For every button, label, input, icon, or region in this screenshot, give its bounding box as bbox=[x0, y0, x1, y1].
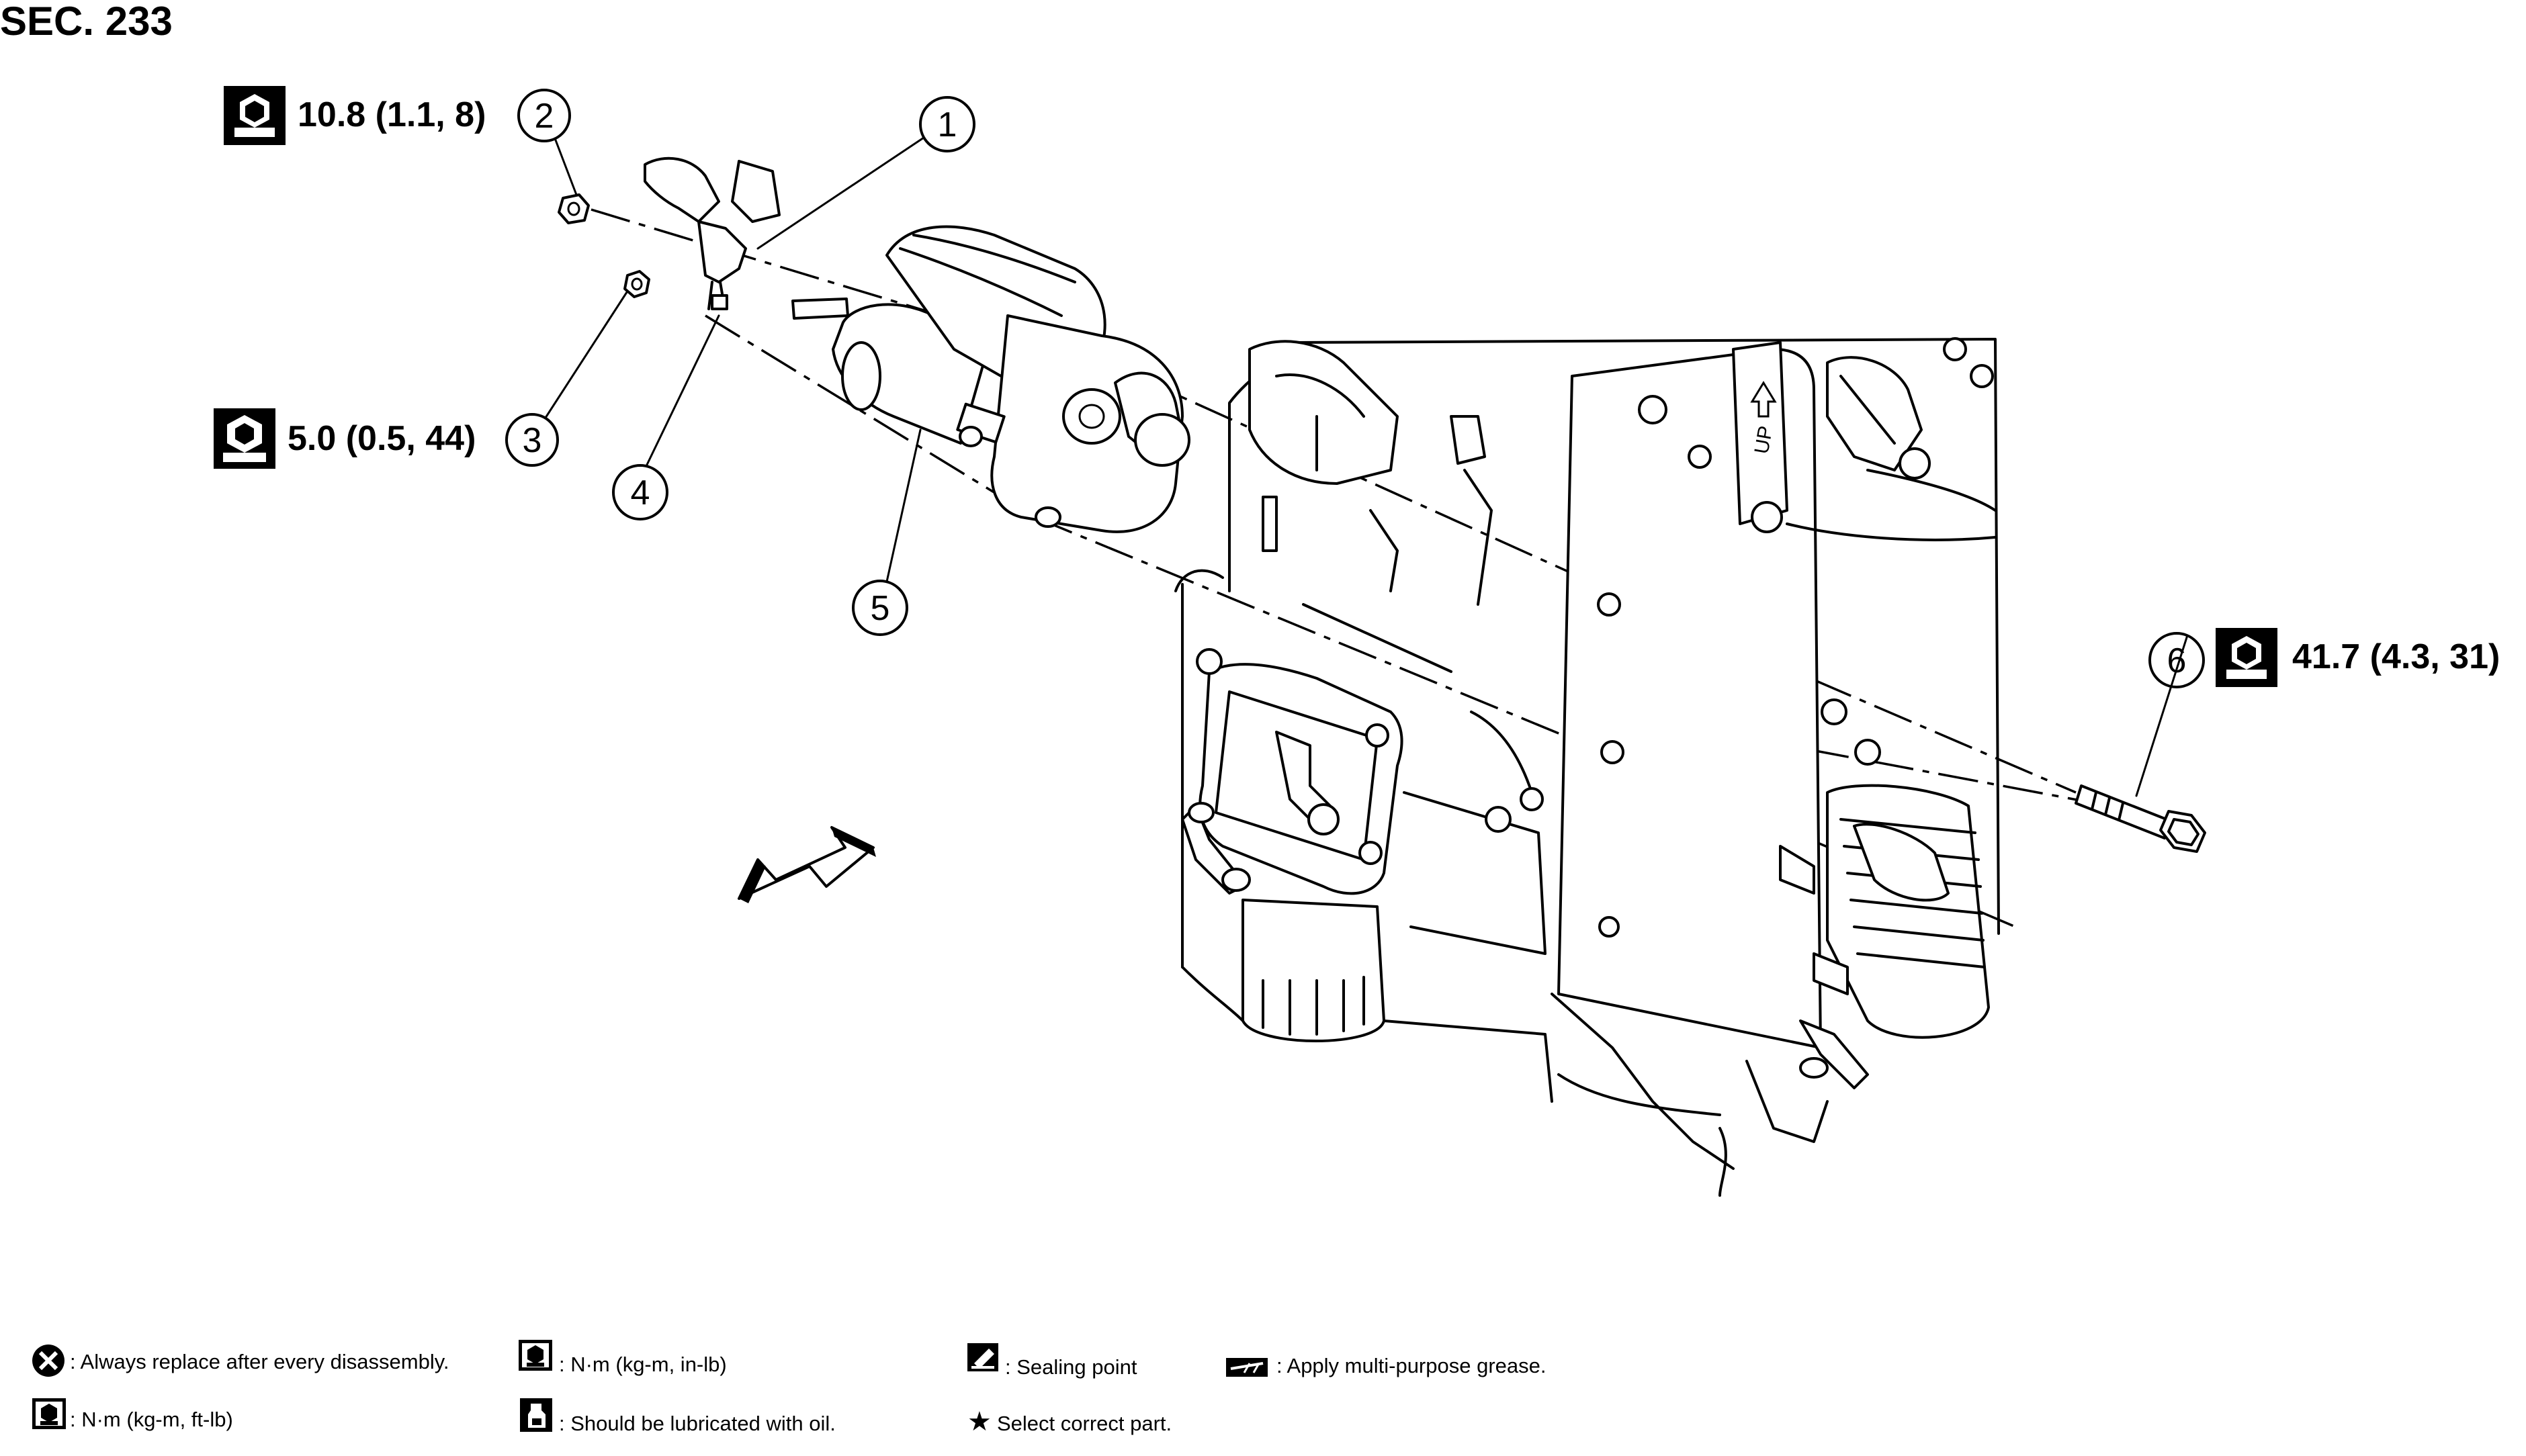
oil-filter-adapter bbox=[1181, 663, 1403, 1042]
nut-part-3 bbox=[623, 270, 650, 298]
oil-lubrication-icon bbox=[520, 1398, 552, 1432]
sealing-point-icon bbox=[967, 1343, 998, 1371]
up-label: UP bbox=[1751, 424, 1778, 456]
torque-spec-6: 41.7 (4.3, 31) bbox=[2216, 628, 2500, 687]
torque-nm-kgm-ftlb-icon bbox=[32, 1398, 66, 1429]
callout-4: 4 bbox=[612, 464, 668, 520]
legend-text: : Apply multi-purpose grease. bbox=[1276, 1354, 1547, 1377]
legend-item-torque-ftlb: : N·m (kg-m, ft-lb) bbox=[32, 1398, 233, 1431]
torque-value-3: 5.0 (0.5, 44) bbox=[288, 419, 476, 458]
legend-item-oil: : Should be lubricated with oil. bbox=[520, 1398, 836, 1435]
up-bracket: UP bbox=[1732, 341, 1788, 533]
callout-1-number: 1 bbox=[938, 105, 957, 144]
multi-purpose-grease-icon bbox=[1226, 1358, 1268, 1377]
legend-text: : Should be lubricated with oil. bbox=[559, 1412, 836, 1435]
starter-motor-part-5 bbox=[791, 225, 1190, 533]
engine-block: UP bbox=[1174, 337, 2000, 1197]
legend-text: : N·m (kg-m, ft-lb) bbox=[70, 1408, 233, 1431]
nut-part-2 bbox=[558, 193, 590, 224]
legend-text: : Always replace after every disassembly… bbox=[70, 1350, 449, 1373]
callout-5-number: 5 bbox=[871, 589, 890, 628]
callout-3-number: 3 bbox=[523, 421, 542, 460]
callout-1: 1 bbox=[919, 96, 975, 152]
legend-item-torque-inlb: : N·m (kg-m, in-lb) bbox=[519, 1340, 727, 1376]
upper-right-components bbox=[1786, 337, 1997, 541]
torque-nm-kgm-inlb-icon bbox=[519, 1340, 552, 1371]
torque-wrench-icon bbox=[224, 86, 286, 145]
legend-item-always-replace: : Always replace after every disassembly… bbox=[32, 1345, 449, 1377]
torque-wrench-icon bbox=[2216, 628, 2277, 687]
always-replace-icon bbox=[32, 1345, 64, 1377]
harness-bracket-part-1 bbox=[644, 156, 781, 310]
leader-lines bbox=[544, 136, 2189, 797]
callout-4-number: 4 bbox=[631, 473, 650, 512]
legend-item-grease: : Apply multi-purpose grease. bbox=[1226, 1354, 1547, 1377]
legend-text: : Sealing point bbox=[1005, 1355, 1137, 1379]
torque-value-2: 10.8 (1.1, 8) bbox=[298, 95, 486, 134]
legend: : Always replace after every disassembly… bbox=[32, 1340, 1547, 1437]
torque-value-6: 41.7 (4.3, 31) bbox=[2292, 637, 2500, 676]
torque-wrench-icon bbox=[214, 408, 275, 469]
callout-5: 5 bbox=[852, 580, 908, 636]
legend-text: : N·m (kg-m, in-lb) bbox=[559, 1353, 727, 1376]
callout-2-number: 2 bbox=[535, 97, 554, 136]
callout-3: 3 bbox=[505, 413, 559, 467]
legend-item-select-part: ★ Select correct part. bbox=[967, 1406, 1172, 1437]
front-direction-arrow-icon bbox=[738, 826, 876, 903]
star-icon: ★ bbox=[967, 1406, 992, 1437]
legend-text: Select correct part. bbox=[997, 1412, 1172, 1435]
legend-item-sealing-point: : Sealing point bbox=[967, 1343, 1137, 1379]
section-title: SEC. 233 bbox=[0, 0, 173, 44]
torque-spec-2: 10.8 (1.1, 8) bbox=[224, 86, 486, 145]
torque-spec-3: 5.0 (0.5, 44) bbox=[214, 408, 476, 469]
callout-2: 2 bbox=[517, 89, 571, 142]
bolt-part-6 bbox=[2075, 784, 2206, 853]
oil-cooler bbox=[1779, 698, 1990, 1089]
callout-6: 6 bbox=[2148, 632, 2205, 688]
